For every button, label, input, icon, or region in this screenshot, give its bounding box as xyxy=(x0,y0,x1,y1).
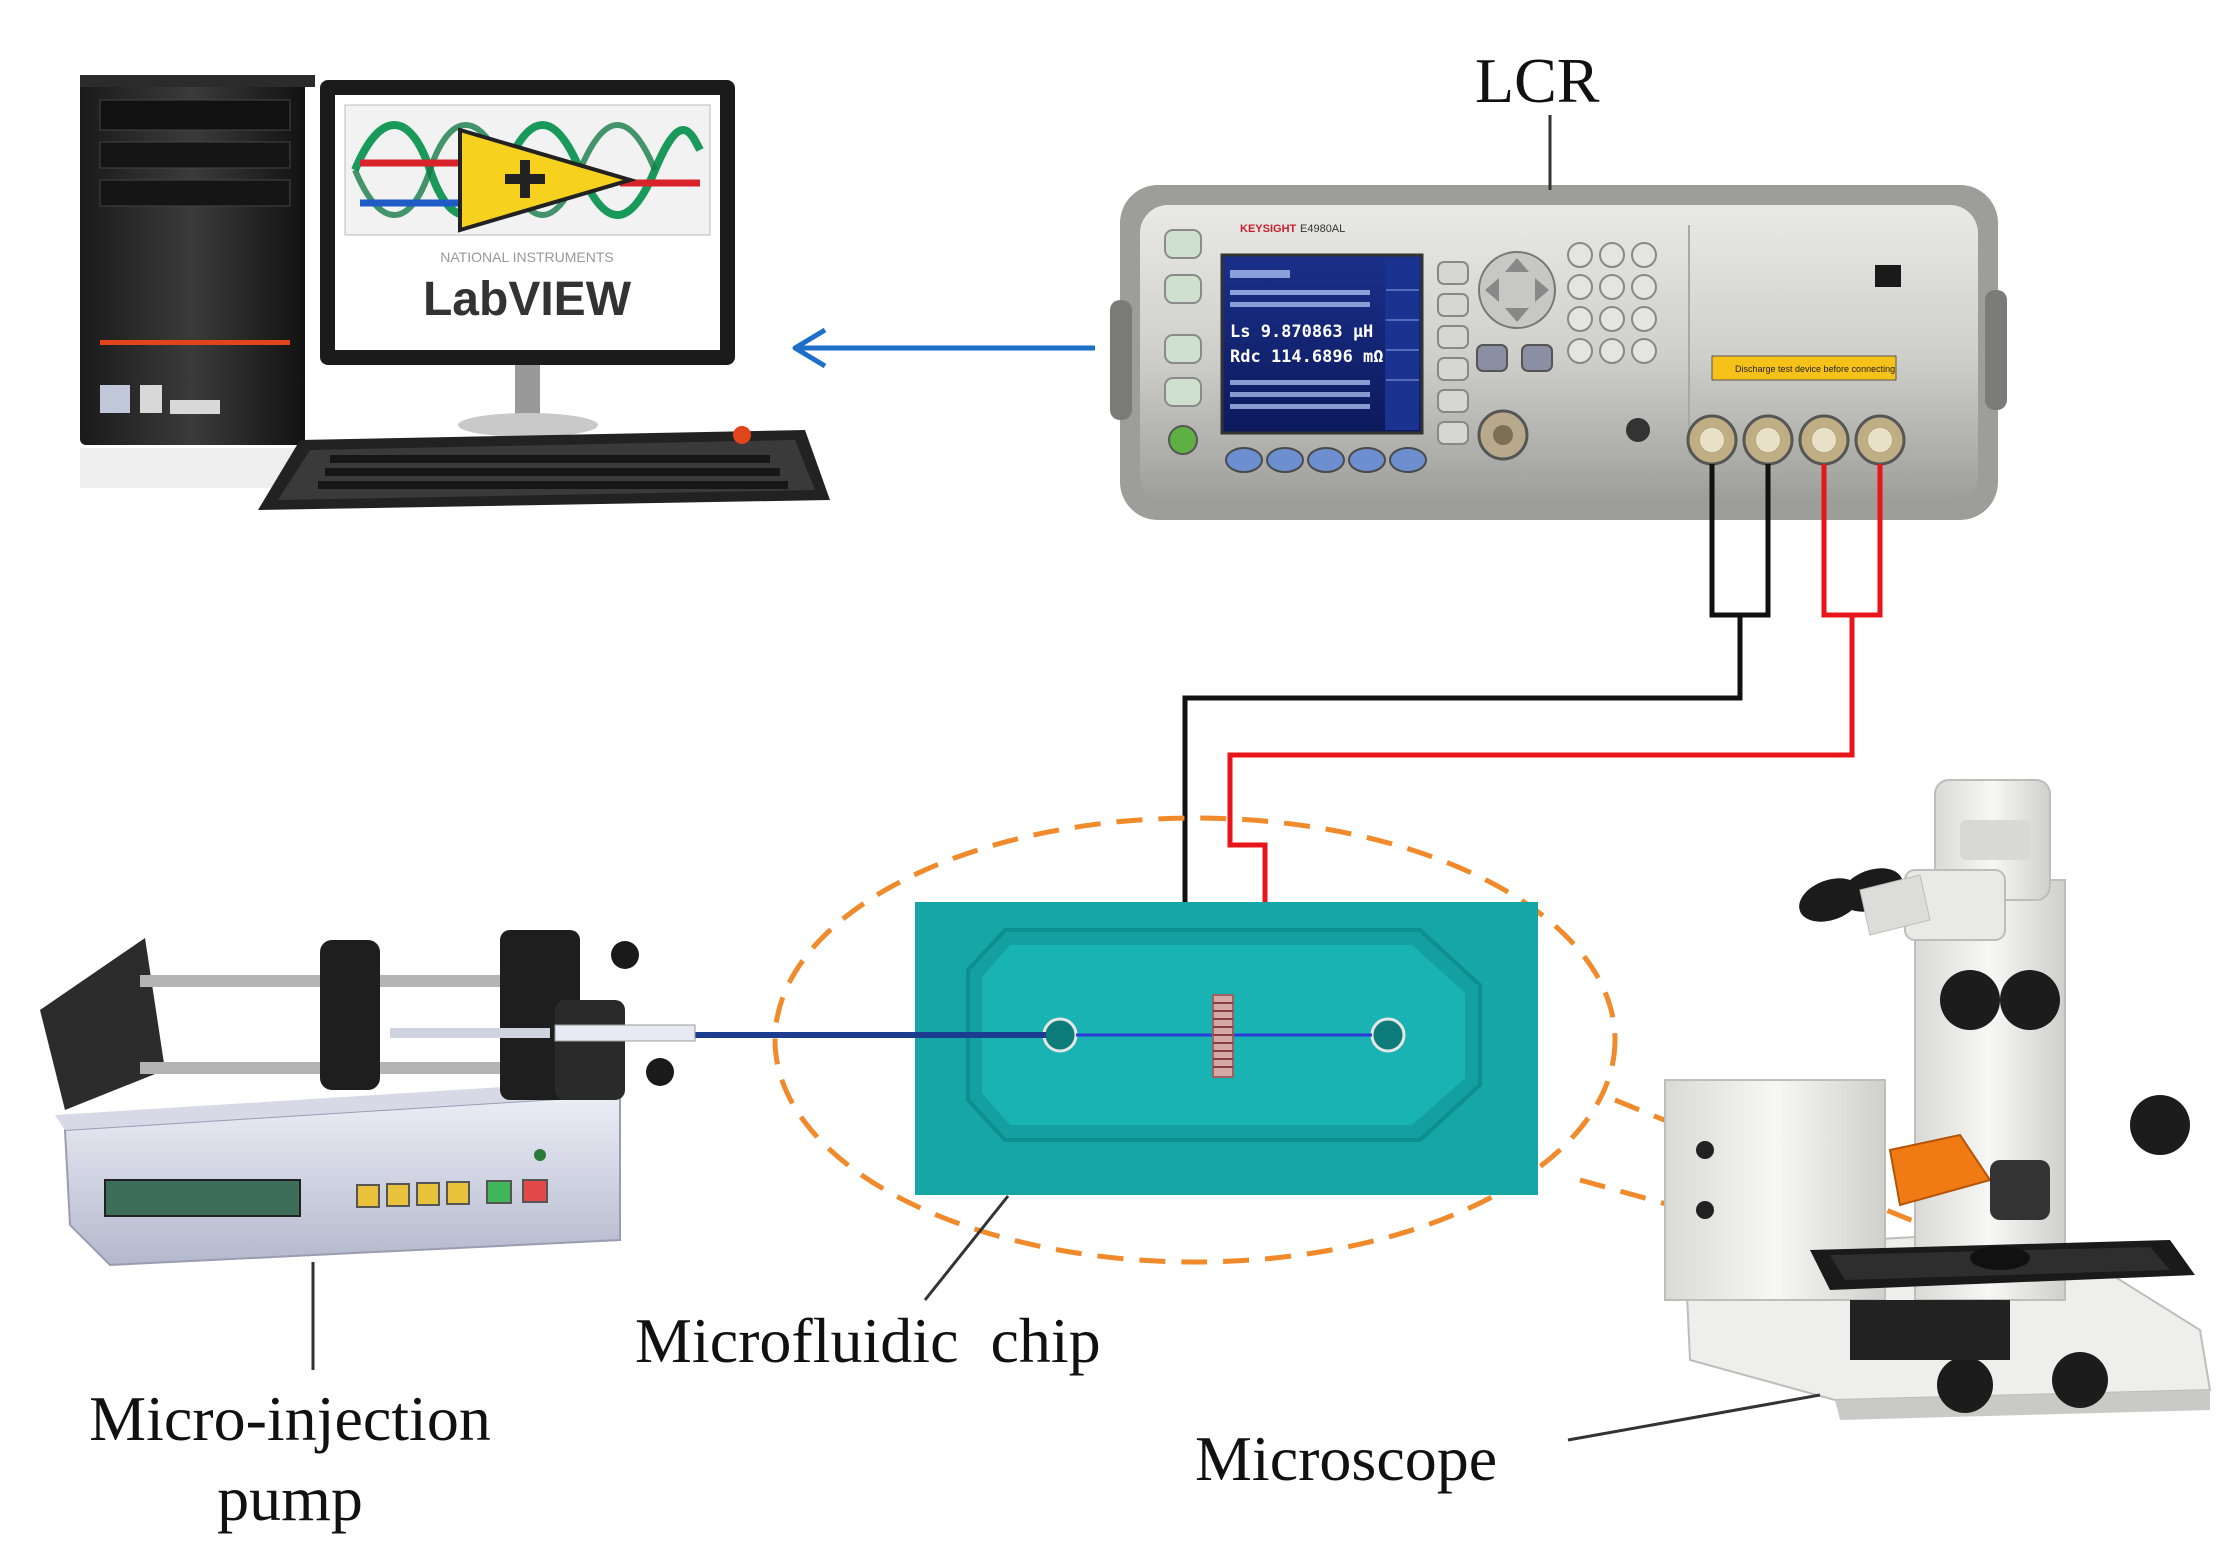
svg-text:Ls 9.870863 µH: Ls 9.870863 µH xyxy=(1230,322,1373,342)
svg-text:LabVIEW: LabVIEW xyxy=(423,273,632,326)
coil-icon xyxy=(1212,994,1234,1078)
syringe-pump-icon xyxy=(40,930,696,1267)
microfluidic-chip xyxy=(915,902,1538,1195)
warning-label: Discharge test device before connecting xyxy=(1711,355,1897,381)
arrow-left-icon xyxy=(792,327,1095,369)
labview-logo: NATIONAL INSTRUMENTS LabVIEW xyxy=(344,104,711,326)
chip-highlight-ellipse xyxy=(772,815,1618,1265)
desktop-computer-icon: NATIONAL INSTRUMENTS LabVIEW xyxy=(80,75,830,510)
svg-text:E4980AL: E4980AL xyxy=(1300,223,1345,235)
pump-label-line2: pump xyxy=(217,1463,363,1534)
chip-leader xyxy=(923,1195,1010,1301)
pump-label-line1: Micro-injection xyxy=(89,1383,491,1454)
svg-text:NATIONAL INSTRUMENTS: NATIONAL INSTRUMENTS xyxy=(440,249,613,265)
svg-text:Discharge test device before c: Discharge test device before connecting xyxy=(1735,364,1895,374)
microscope-leader xyxy=(1567,1393,1821,1442)
lcr-meter-icon: KEYSIGHT E4980AL Ls 9.870863 µH Rdc 114.… xyxy=(1110,185,2007,520)
lcr-label: LCR xyxy=(1475,45,1600,116)
svg-text:KEYSIGHT: KEYSIGHT xyxy=(1240,223,1297,235)
microscope-label: Microscope xyxy=(1195,1423,1497,1494)
microscope-icon xyxy=(1664,779,2212,1420)
svg-text:Rdc 114.6896 mΩ: Rdc 114.6896 mΩ xyxy=(1230,347,1384,367)
chip-label: Microfluidic chip xyxy=(635,1305,1101,1376)
